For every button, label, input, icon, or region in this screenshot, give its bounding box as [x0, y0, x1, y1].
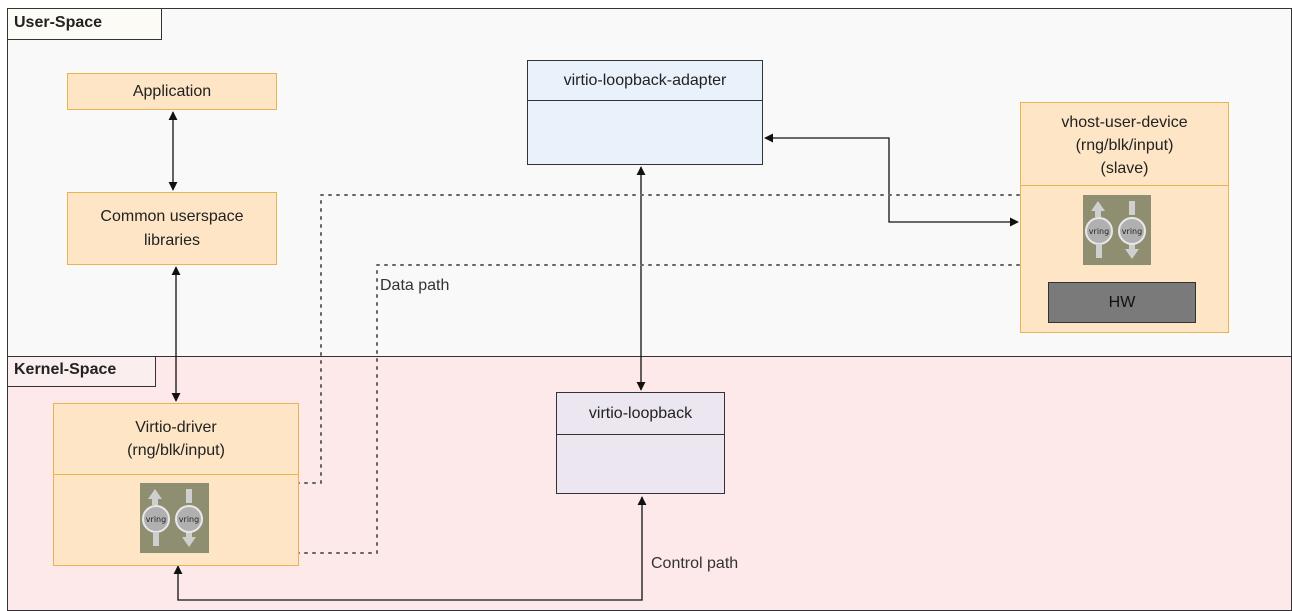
driver-vring-icon: vring vring [140, 483, 209, 553]
hw-node: HW [1048, 282, 1196, 323]
vring-pair-icon: vring vring [1085, 201, 1146, 259]
vring-pair-icon: vring vring [142, 489, 203, 547]
application-label: Application [132, 82, 212, 100]
adapter-label: virtio-loopback-adapter [563, 72, 727, 89]
common-libraries-label: Common userspace libraries [100, 207, 244, 249]
vring-left-label: vring [146, 515, 166, 524]
common-libraries-node: Common userspace libraries [67, 192, 277, 265]
vring-right-label: vring [1122, 227, 1142, 236]
vhost-label-line1: vhost-user-device [1061, 113, 1188, 131]
vhost-label-line2: (rng/blk/input) [1075, 136, 1174, 154]
application-node: Application [67, 73, 277, 110]
driver-label-line1: Virtio-driver [135, 419, 217, 436]
vhost-vring-icon: vring vring [1083, 195, 1151, 265]
control-path-connector [173, 496, 647, 601]
virtio-loopback-node: virtio-loopback [556, 392, 725, 494]
hw-label: HW [1108, 293, 1136, 311]
vhost-label-line3: (slave) [1100, 159, 1149, 177]
vring-left-label: vring [1089, 227, 1109, 236]
data-path-label: Data path [380, 277, 450, 294]
vring-right-label: vring [179, 515, 199, 524]
kernel-space-label: Kernel-Space [7, 356, 156, 387]
data-path-lower-connector [208, 264, 1083, 554]
virtio-loopback-adapter-node: virtio-loopback-adapter [527, 60, 763, 165]
loopback-label: virtio-loopback [588, 405, 693, 422]
driver-label-line2: (rng/blk/input) [127, 442, 225, 459]
adapter-vhost-connector [764, 133, 1019, 227]
user-space-label: User-Space [7, 8, 162, 40]
control-path-label: Control path [651, 555, 739, 572]
